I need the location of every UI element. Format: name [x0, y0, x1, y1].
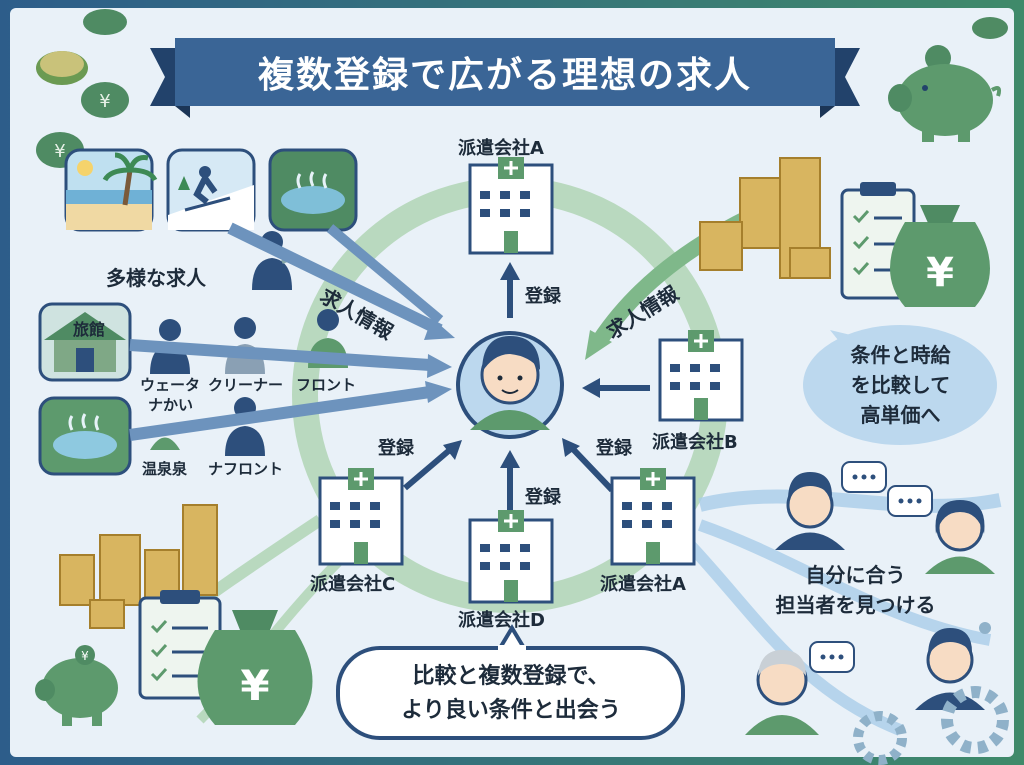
arrow-head	[562, 438, 580, 457]
hot-spring-image	[268, 148, 358, 232]
svg-text:¥: ¥	[54, 141, 65, 162]
arrow	[129, 386, 431, 441]
gear-icon	[853, 622, 1009, 765]
summary-text: 比較と複数登録で、 より良い条件と出会う	[342, 660, 680, 728]
svg-text:¥: ¥	[81, 649, 89, 663]
summary-bubble	[336, 624, 685, 740]
arrow-head	[427, 354, 452, 378]
role-front-label: フロント	[296, 376, 357, 394]
role-waiter-label-line2: ナかい	[148, 396, 194, 414]
svg-text:¥: ¥	[99, 91, 110, 112]
title-banner	[150, 38, 860, 118]
chat-bubble-icon	[841, 461, 933, 517]
arrow-head	[425, 381, 452, 403]
find-staff-line: 自分に合う	[805, 563, 906, 587]
register-label: 登録	[596, 438, 632, 459]
compare-line: を比較して	[850, 373, 951, 397]
arrow-head	[443, 440, 462, 460]
find-staff-line: 担当者を見つける	[775, 593, 936, 617]
role-onsen-label: 温泉泉	[142, 460, 188, 478]
compare-bubble-text: 条件と時給 を比較して 高単価へ	[818, 340, 983, 430]
ryokan-image	[38, 302, 132, 382]
money-bag-icon: ¥	[197, 610, 313, 725]
role-cleaner-label: クリーナー	[208, 376, 284, 394]
agency-d-label: 派遣会社D	[458, 610, 545, 631]
register-label: 登録	[525, 286, 561, 307]
onsen-image	[38, 396, 132, 476]
register-label: 登録	[525, 487, 561, 508]
agency-c-label: 派遣会社C	[310, 574, 396, 595]
money-bag-icon: ¥	[890, 205, 990, 307]
coins-icon: ¥ ¥	[36, 9, 129, 168]
register-label: 登録	[378, 438, 414, 459]
arrow-head	[424, 318, 455, 340]
agency-a-label: 派遣会社A	[458, 138, 544, 159]
chat-bubble-icon	[809, 641, 855, 673]
agency-a-bottom-label: 派遣会社A	[600, 574, 686, 595]
staff-woman-avatar	[925, 500, 995, 574]
piggy-bank-icon: ¥	[35, 645, 118, 726]
agency-b-label: 派遣会社B	[652, 432, 738, 453]
diverse-jobs-label: 多様な求人	[106, 266, 206, 290]
compare-line: 条件と時給	[850, 343, 951, 367]
coin-stack-icon	[699, 157, 831, 279]
beach-image	[64, 148, 158, 232]
agency-a-building	[468, 157, 554, 255]
staff-man-avatar	[915, 628, 985, 710]
arrow	[326, 224, 444, 324]
svg-text:¥: ¥	[240, 661, 269, 710]
arrow	[129, 339, 431, 371]
arrow	[569, 445, 615, 493]
arrow	[227, 222, 443, 336]
compare-speech-bubble	[803, 325, 997, 445]
staff-man-avatar	[775, 472, 845, 550]
arrow-head	[500, 262, 520, 280]
role-waiter-label: ウェータ	[140, 376, 201, 394]
summary-line: より良い条件と出会う	[401, 698, 621, 723]
arrow-head	[500, 450, 520, 468]
agency-c-building	[318, 468, 404, 566]
compare-line: 高単価へ	[860, 403, 941, 427]
agency-d-building	[468, 510, 554, 604]
role-front2-label: ナフロント	[208, 460, 284, 478]
arrow	[403, 445, 454, 491]
summary-line: 比較と複数登録で、	[412, 664, 610, 689]
senior-man-avatar	[745, 650, 819, 735]
find-staff-text: 自分に合う 担当者を見つける	[748, 560, 963, 620]
svg-text:¥: ¥	[926, 250, 954, 296]
page-title: 複数登録で広がる理想の求人	[257, 55, 752, 96]
arrow-head	[582, 378, 600, 398]
onsen-bag-figure	[150, 437, 180, 450]
agency-a-bottom-building	[610, 468, 696, 566]
agency-b-building	[658, 330, 744, 422]
piggy-bank-icon	[888, 64, 1002, 142]
ryokan-sign: 旅館	[72, 320, 105, 339]
ski-image	[166, 148, 256, 232]
arrow-head	[585, 330, 612, 360]
job-seeker-avatar	[456, 331, 564, 439]
